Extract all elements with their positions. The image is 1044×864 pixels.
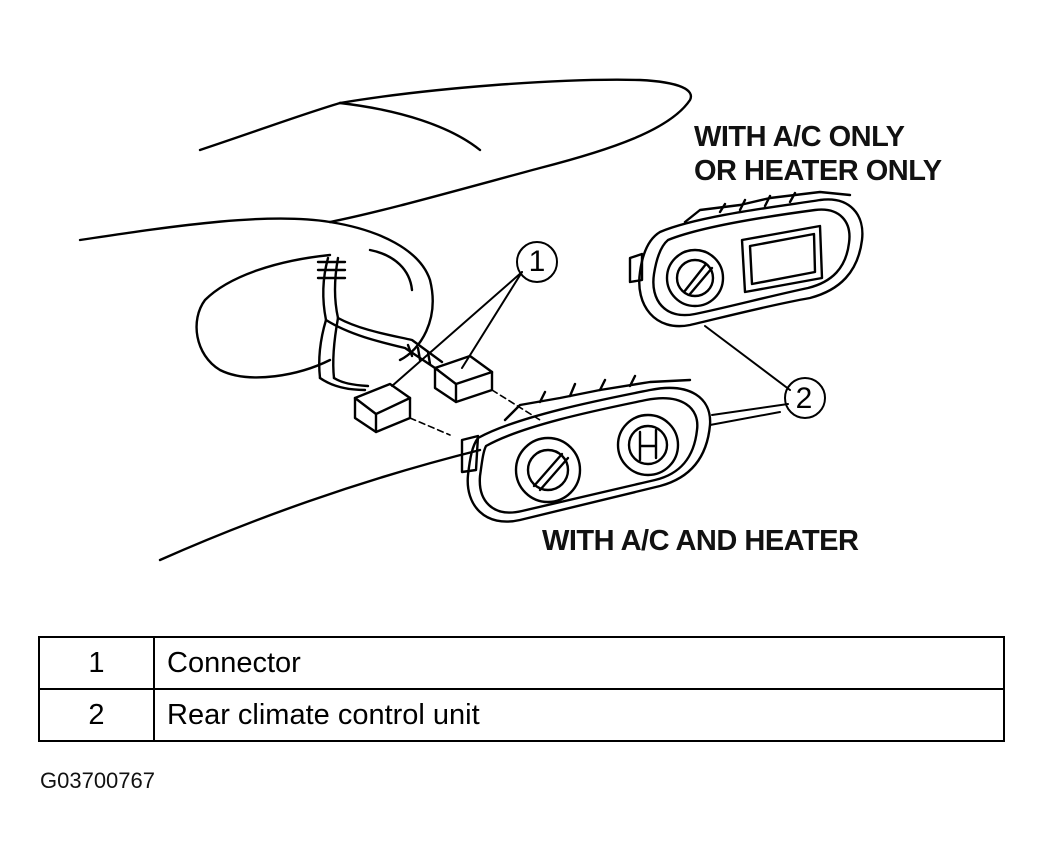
wire-harness bbox=[316, 256, 444, 392]
legend-row: 2 Rear climate control unit bbox=[38, 688, 1005, 742]
legend-table: 1 Connector 2 Rear climate control unit bbox=[38, 636, 1005, 742]
control-unit-single bbox=[628, 190, 864, 328]
callout-2-leaders bbox=[704, 325, 826, 419]
legend-row: 1 Connector bbox=[38, 636, 1005, 690]
callout-number-1: 1 bbox=[528, 245, 546, 278]
callout-number-2: 2 bbox=[795, 382, 813, 415]
label-ac-only-or-heater-only: WITH A/C ONLY OR HEATER ONLY bbox=[694, 120, 942, 188]
panel-opening bbox=[195, 253, 332, 379]
legend-number: 1 bbox=[38, 636, 155, 690]
control-unit-dual bbox=[460, 374, 781, 523]
figure-id: G03700767 bbox=[40, 768, 155, 793]
callout-1-leaders bbox=[391, 241, 558, 387]
climate-control-diagram bbox=[78, 78, 864, 562]
label-ac-and-heater: WITH A/C AND HEATER bbox=[542, 525, 859, 557]
connector-upper bbox=[433, 354, 541, 421]
connector-lower bbox=[353, 382, 451, 436]
legend-number: 2 bbox=[38, 688, 155, 742]
dashboard-panel bbox=[78, 78, 693, 562]
legend-description: Connector bbox=[153, 636, 1005, 690]
label-ac-only-line1: WITH A/C ONLY bbox=[694, 121, 905, 153]
label-ac-only-line2: OR HEATER ONLY bbox=[694, 155, 942, 187]
legend-description: Rear climate control unit bbox=[153, 688, 1005, 742]
